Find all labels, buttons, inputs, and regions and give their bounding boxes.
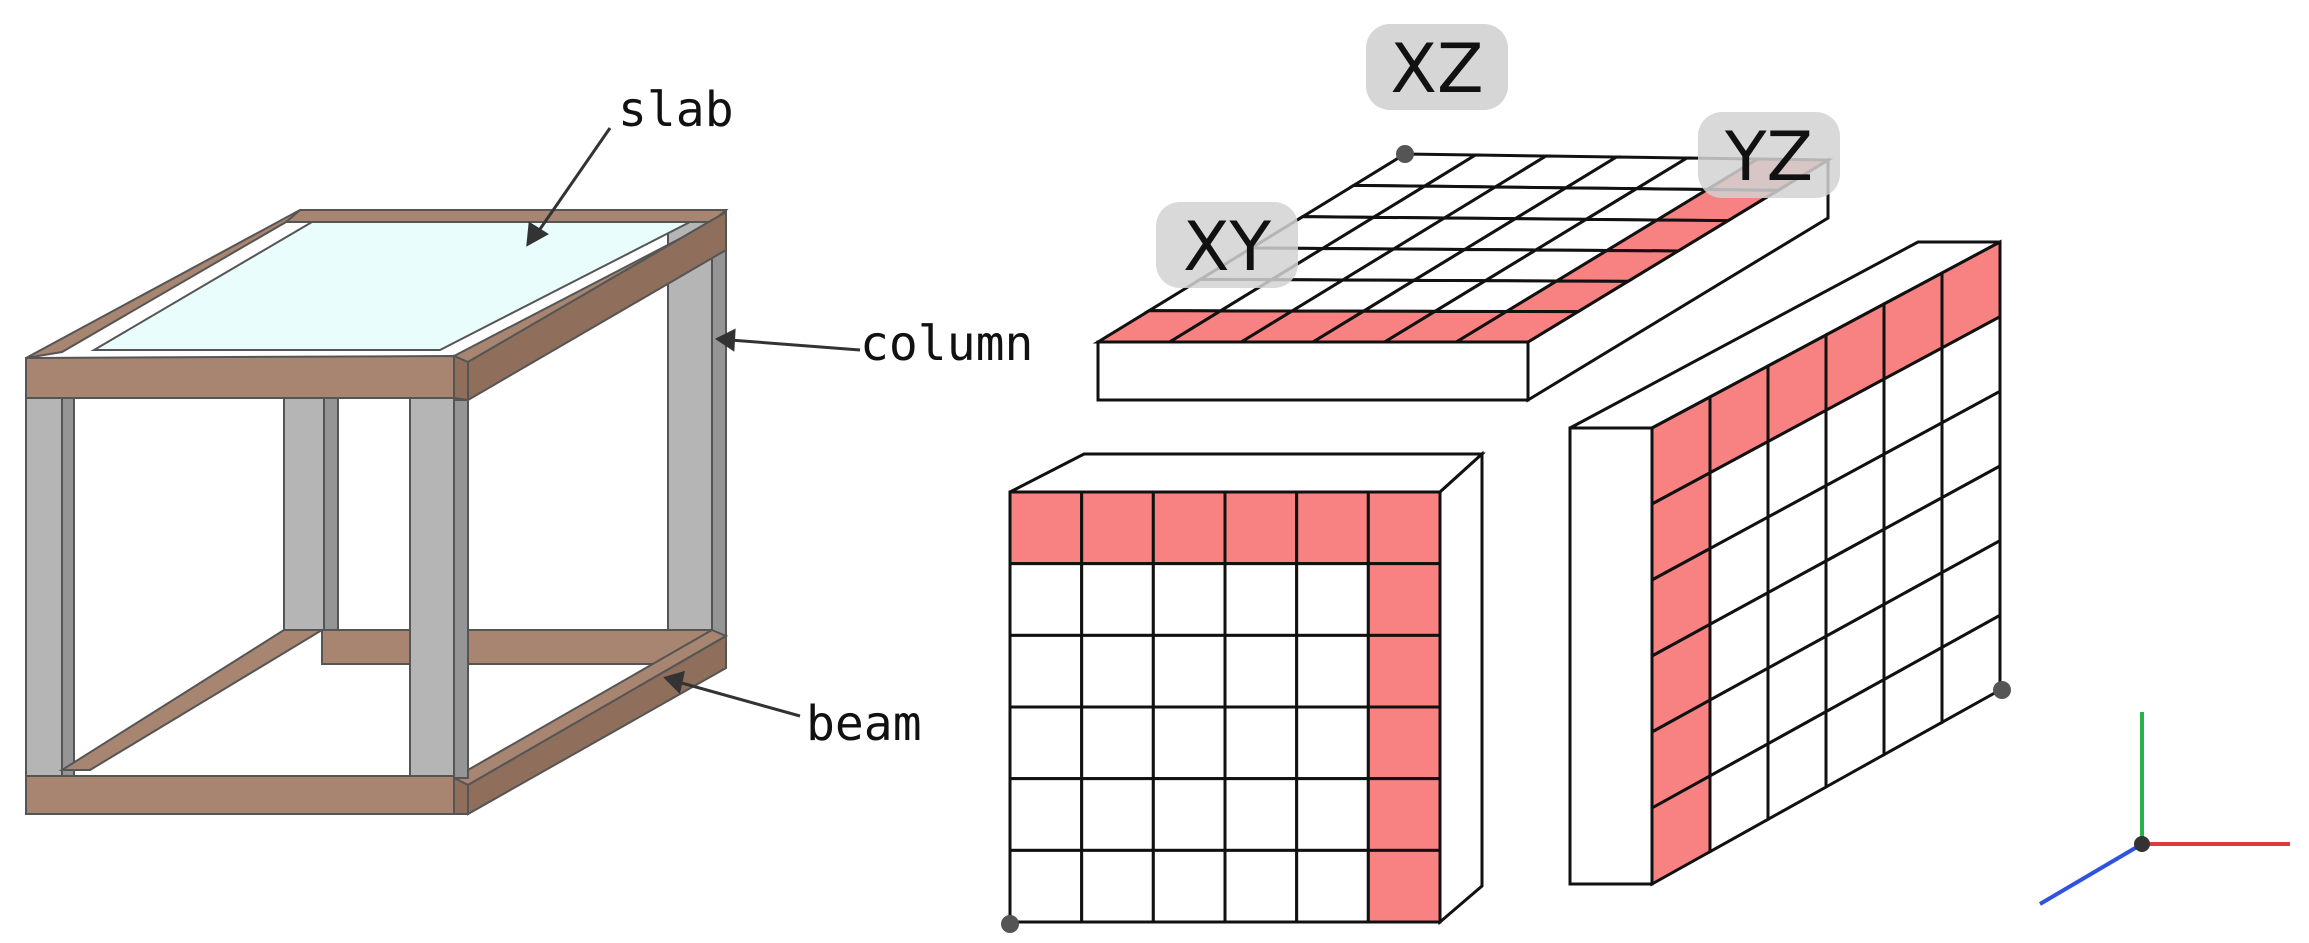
axis-z-line <box>2038 842 2144 906</box>
xz-cell <box>1295 562 1370 637</box>
xz-cell <box>1366 633 1442 709</box>
xz-cell <box>1151 777 1227 852</box>
xz-cell <box>1223 490 1299 566</box>
xz-cell <box>1151 562 1227 637</box>
column-arrow <box>729 338 861 352</box>
beam-bottom-front-end <box>453 776 469 815</box>
xz-cell <box>1223 848 1299 924</box>
beam-top-front-end <box>453 354 469 402</box>
xz-cell <box>1008 777 1084 852</box>
beam-label: beam <box>806 696 922 752</box>
tag-xy-text: XY <box>1183 208 1272 287</box>
xz-cell <box>1223 562 1299 637</box>
axis-origin-dot <box>2134 836 2150 852</box>
xz-cell <box>1151 490 1227 566</box>
xy-cell <box>1450 309 1584 344</box>
column-front-right <box>409 397 455 777</box>
xz-cell <box>1008 490 1084 566</box>
column-arrow-head <box>715 328 736 352</box>
column-front-left-side <box>61 397 75 777</box>
xz-cell <box>1295 777 1370 852</box>
column-back-right-side <box>711 211 727 641</box>
xz-cell <box>1151 705 1227 781</box>
xz-cell <box>1295 633 1370 709</box>
xz-cell <box>1366 490 1442 566</box>
beam-bottom-front <box>25 775 455 815</box>
beam-arrow <box>677 680 801 718</box>
xz-cell <box>1080 490 1155 566</box>
frame-structure <box>25 209 729 816</box>
xz-cell <box>1080 777 1155 852</box>
slab-arrow-head <box>526 221 549 247</box>
column-label: column <box>860 316 1033 372</box>
axis-gizmo <box>2038 712 2290 906</box>
column-front-right-side <box>453 399 469 779</box>
xz-cell <box>1080 705 1155 781</box>
xz-cell <box>1295 848 1370 924</box>
xz-plate-top-face <box>1009 452 1486 494</box>
beam-bottom-side-face <box>467 634 727 816</box>
tag-yz: YZ <box>1698 112 1840 198</box>
xz-cell <box>1223 777 1299 852</box>
slab-label: slab <box>618 82 734 138</box>
xz-cell <box>1223 705 1299 781</box>
beam-top-back <box>283 209 729 223</box>
xz-plate-grid <box>1008 490 1442 924</box>
xz-cell <box>1366 562 1442 637</box>
xz-cell <box>1080 633 1155 709</box>
xz-origin-dot <box>1396 145 1414 163</box>
xz-cell <box>1151 633 1227 709</box>
tag-yz-text: YZ <box>1724 118 1813 197</box>
xz-cell <box>1295 490 1370 566</box>
xz-cell <box>1008 633 1084 709</box>
beam-top-side-face <box>467 210 727 402</box>
slab-arrow <box>536 127 612 233</box>
yz-plate-grid <box>1650 239 2002 887</box>
xz-cell <box>1366 705 1442 781</box>
tag-xz: XZ <box>1366 24 1508 110</box>
callouts <box>526 127 861 718</box>
beam-top-front <box>25 354 455 399</box>
xz-cell <box>1366 848 1442 924</box>
xz-cell <box>1080 848 1155 924</box>
beam-bottom-left <box>58 629 326 771</box>
xy-origin-dot <box>1001 915 1019 933</box>
xz-cell <box>1366 777 1442 852</box>
xz-cell <box>1008 705 1084 781</box>
tag-xz-text: XZ <box>1390 30 1483 109</box>
xz-cell <box>1008 848 1084 924</box>
xz-cell <box>1223 633 1299 709</box>
slab <box>90 221 691 351</box>
xy-plate-front-face <box>1096 340 1530 402</box>
xz-cell <box>1151 848 1227 924</box>
yz-plate <box>1568 239 2002 887</box>
xz-cell <box>1295 705 1370 781</box>
yz-plate-front-face <box>1568 426 1654 886</box>
beam-top-left <box>25 209 301 359</box>
column-back-left-side <box>323 397 339 631</box>
column-back-right <box>667 221 713 641</box>
xz-plate-side-face <box>1438 450 1484 926</box>
column-front-left <box>25 397 63 777</box>
xz-cell <box>1080 562 1155 637</box>
xz-cell <box>1008 562 1084 637</box>
yz-origin-dot <box>1993 681 2011 699</box>
xz-plate <box>1008 450 1486 926</box>
column-back-left <box>283 397 325 631</box>
beam-arrow-head <box>663 670 686 694</box>
corner-dots <box>1001 145 2011 933</box>
tag-xy: XY <box>1156 202 1298 288</box>
